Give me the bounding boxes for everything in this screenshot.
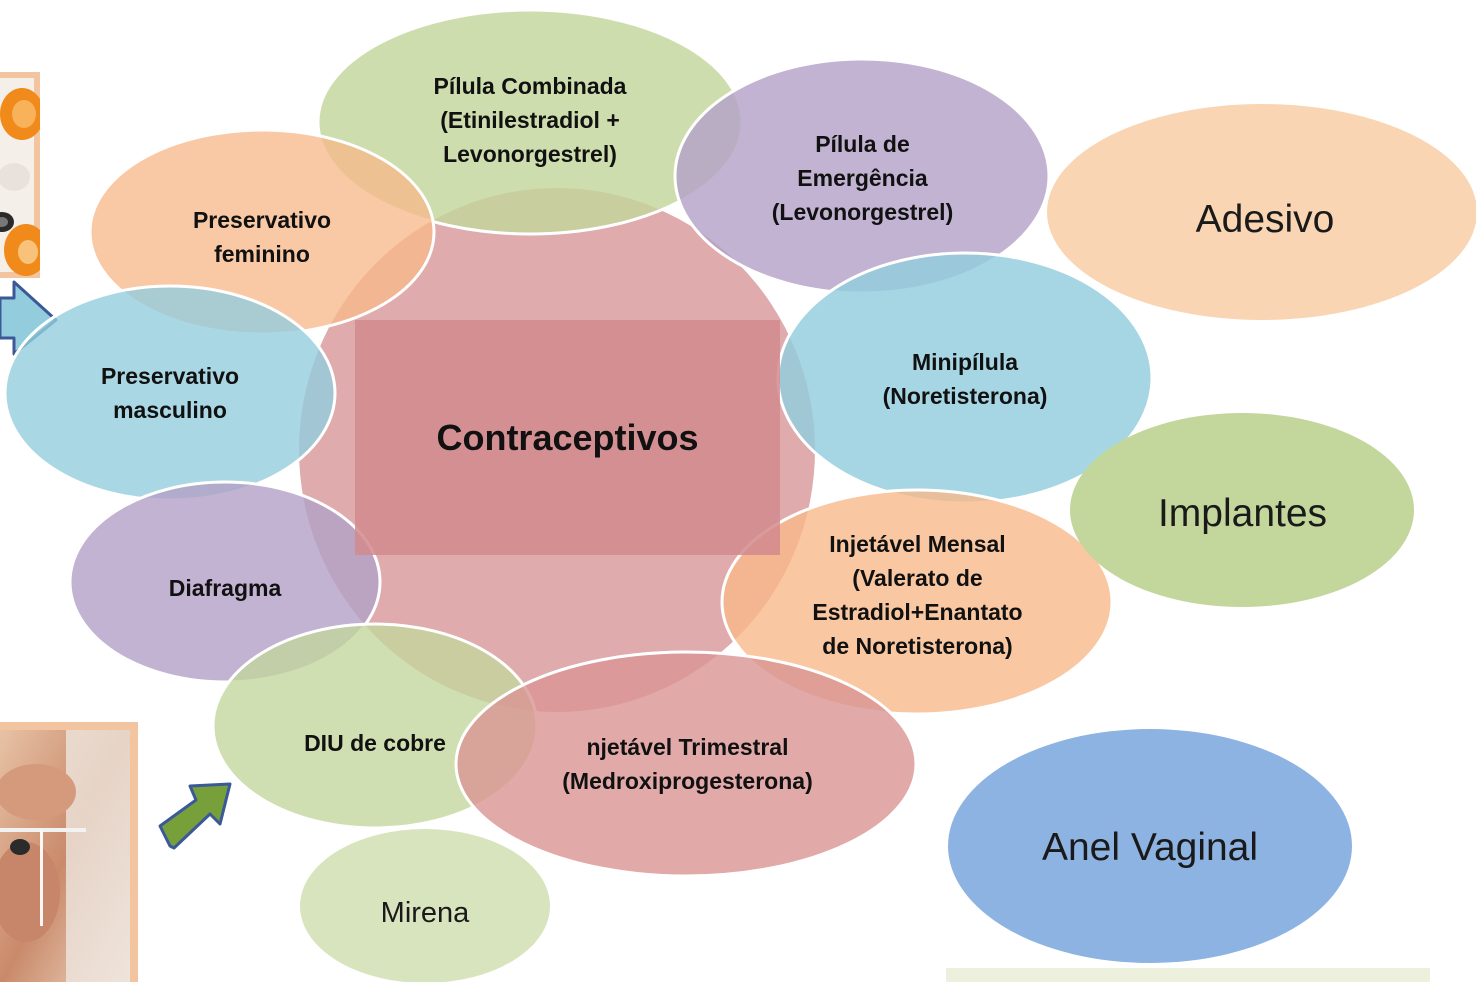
method-label-preservativo-feminino: Preservativo feminino — [132, 192, 392, 282]
method-label-pilula-emergencia: Pílula de Emergência (Levonorgestrel) — [735, 108, 990, 248]
method-label-anel-vaginal: Anel Vaginal — [995, 818, 1305, 878]
method-label-injetavel-trimestral: njetável Trimestral (Medroxiprogesterona… — [525, 724, 850, 804]
footer-box — [946, 968, 1430, 982]
method-label-pilula-combinada: Pílula Combinada (Etinilestradiol + Levo… — [360, 50, 700, 190]
method-label-adesivo: Adesivo — [1140, 190, 1390, 250]
method-label-implantes: Implantes — [1110, 484, 1375, 544]
method-label-diafragma: Diafragma — [110, 565, 340, 611]
method-label-preservativo-masculino: Preservativo masculino — [40, 348, 300, 438]
method-label-minipilula: Minipílula (Noretisterona) — [830, 334, 1100, 424]
method-label-diu-cobre: DIU de cobre — [260, 720, 490, 766]
center-label: Contraceptivos — [355, 320, 780, 555]
method-label-injetavel-mensal: Injetável Mensal (Valerato de Estradiol+… — [770, 520, 1065, 670]
method-label-mirena: Mirena — [325, 888, 525, 938]
